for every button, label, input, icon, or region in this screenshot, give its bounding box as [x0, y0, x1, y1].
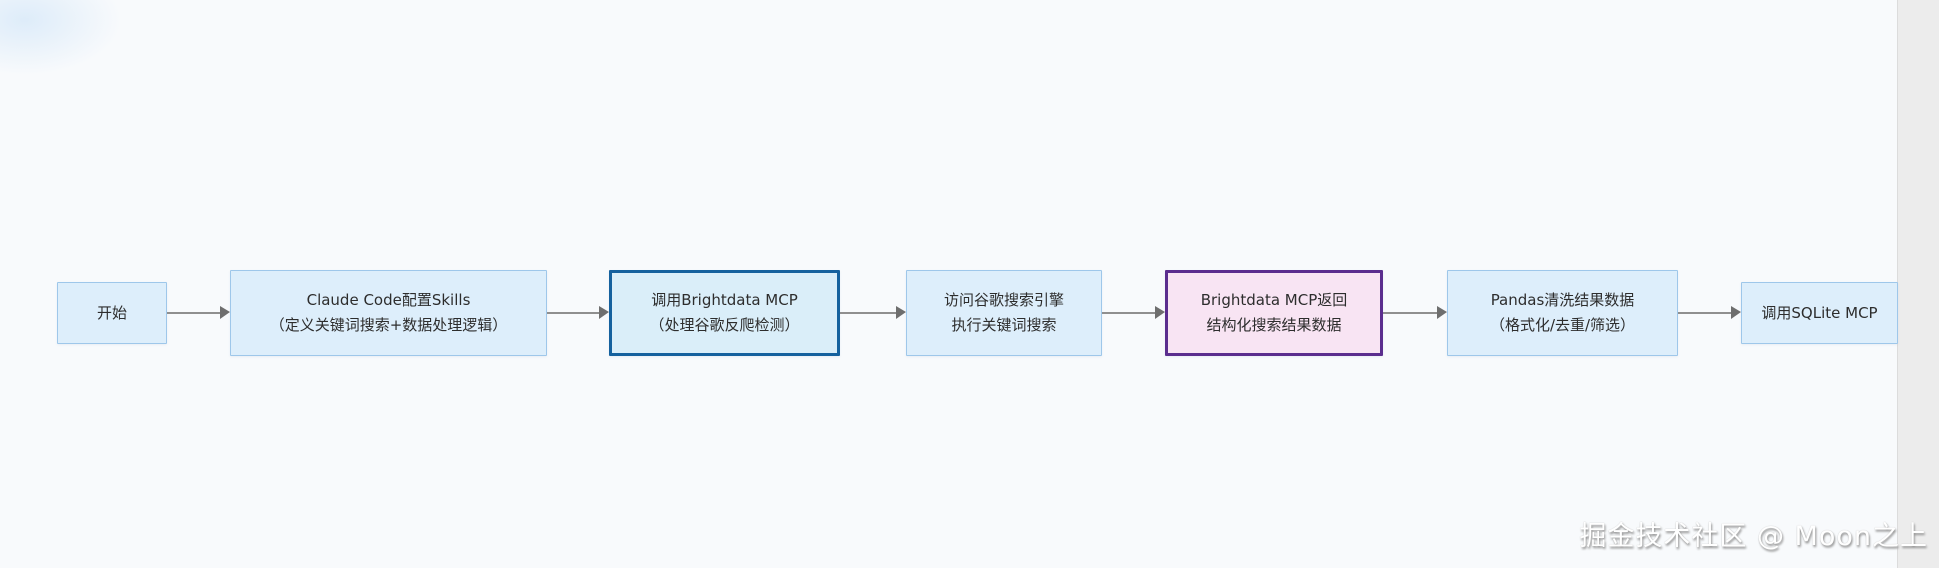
node-start[interactable]: 开始: [57, 282, 167, 344]
node-label-line2: （格式化/去重/筛选）: [1489, 316, 1636, 334]
arrowhead-icon: [1731, 306, 1741, 319]
arrow-connector-4: [1102, 306, 1165, 319]
arrow-connector-3: [840, 306, 906, 319]
watermark-text: 掘金技术社区 @ Moon之上: [1579, 521, 1928, 552]
arrowhead-icon: [599, 306, 609, 319]
arrow-connector-1: [167, 306, 230, 319]
node-label-line2: （定义关键词搜索+数据处理逻辑）: [269, 316, 508, 334]
arrow-connector-2: [547, 306, 609, 319]
node-google-search[interactable]: 访问谷歌搜索引擎 执行关键词搜索: [906, 270, 1102, 356]
right-gutter: [1897, 0, 1939, 568]
node-label-line1: 调用Brightdata MCP: [651, 291, 798, 309]
node-label-line2: 结构化搜索结果数据: [1206, 316, 1342, 334]
node-label-line1: Pandas清洗结果数据: [1490, 291, 1635, 309]
arrow-shaft: [1102, 312, 1157, 314]
node-claude-code-skills[interactable]: Claude Code配置Skills （定义关键词搜索+数据处理逻辑）: [230, 270, 547, 356]
arrow-connector-5: [1383, 306, 1447, 319]
node-label-line1: Brightdata MCP返回: [1200, 291, 1348, 309]
arrow-shaft: [547, 312, 601, 314]
node-brightdata-return[interactable]: Brightdata MCP返回 结构化搜索结果数据: [1165, 270, 1383, 356]
node-label: 开始: [96, 303, 127, 322]
node-pandas-clean[interactable]: Pandas清洗结果数据 （格式化/去重/筛选）: [1447, 270, 1678, 356]
node-sqlite-call[interactable]: 调用SQLite MCP: [1741, 282, 1898, 344]
arrowhead-icon: [1155, 306, 1165, 319]
node-label-line1: 访问谷歌搜索引擎: [943, 291, 1064, 309]
corner-smudge: [0, 0, 130, 80]
arrow-shaft: [840, 312, 898, 314]
node-label-line2: （处理谷歌反爬检测）: [649, 316, 800, 334]
arrowhead-icon: [220, 306, 230, 319]
arrowhead-icon: [1437, 306, 1447, 319]
arrow-shaft: [1678, 312, 1733, 314]
node-label-line1: Claude Code配置Skills: [306, 291, 471, 309]
arrow-connector-6: [1678, 306, 1741, 319]
node-label-line2: 执行关键词搜索: [951, 316, 1057, 334]
arrow-shaft: [1383, 312, 1439, 314]
node-brightdata-call[interactable]: 调用Brightdata MCP （处理谷歌反爬检测）: [609, 270, 840, 356]
arrow-shaft: [167, 312, 222, 314]
node-label: 调用SQLite MCP: [1761, 303, 1878, 322]
arrowhead-icon: [896, 306, 906, 319]
